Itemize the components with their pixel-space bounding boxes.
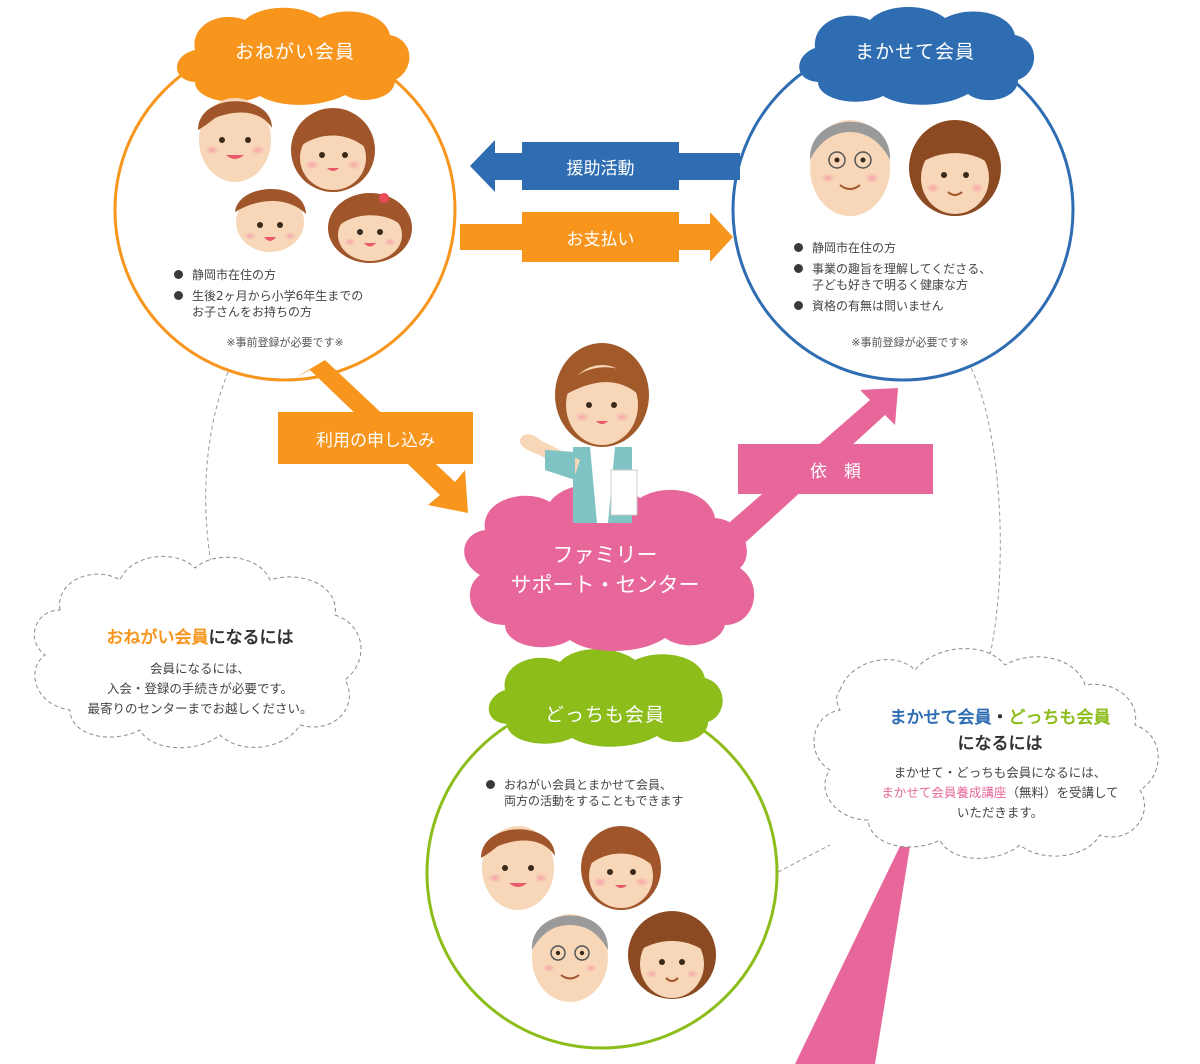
training-course-link[interactable]: まかせて会員養成講座	[881, 785, 1007, 800]
onegai-registration-note: ※事前登録が必要です※	[226, 336, 344, 349]
mother-face-illustration	[291, 108, 375, 192]
dashed-connector-bottom	[777, 844, 831, 873]
dashed-connector-right	[967, 361, 1001, 656]
join-dochimo-highlight: どっちも会員	[1008, 708, 1111, 728]
dochimo-title-cloud	[488, 648, 723, 747]
join-onegai-body-line: 最寄りのセンターまでお越しください。	[87, 701, 313, 716]
join-makasete-separator: ・	[991, 708, 1009, 728]
dashed-connector-left	[205, 371, 229, 571]
makasete-requirement-item: 事業の趣旨を理解してくださる、 子ども好きで明るく健康な方	[792, 261, 1042, 293]
dochimo-description: おねがい会員とまかせて会員、 両方の活動をすることもできます	[484, 777, 734, 814]
apply-label-bg	[278, 412, 473, 464]
apply-label: 利用の申し込み	[316, 430, 435, 451]
grandfather-face-illustration	[809, 120, 891, 216]
center-cloud	[464, 484, 755, 652]
pink-pointer-shape	[795, 815, 915, 1064]
training-course-note: （無料）を受講して	[1006, 785, 1119, 800]
join-makasete-body-line2: まかせて会員養成講座（無料）を受講して	[830, 783, 1170, 803]
join-makasete-heading-line2: になるには	[957, 734, 1043, 754]
dochimo-grandfather-face-illustration	[531, 914, 609, 1002]
join-onegai-highlight: おねがい会員	[106, 628, 209, 648]
makasete-registration-note: ※事前登録が必要です※	[851, 336, 969, 349]
makasete-title: まかせて会員	[854, 41, 975, 63]
onegai-requirement-item: 静岡市在住の方	[172, 267, 412, 283]
onegai-title: おねがい会員	[234, 41, 355, 63]
dashed-cloud-right	[813, 648, 1159, 859]
join-makasete-body-line: いただきます。	[956, 805, 1044, 820]
dochimo-mother-face-illustration	[581, 826, 661, 910]
dashed-cloud-left	[33, 555, 362, 749]
join-makasete-body-line: まかせて・どっちも会員になるには、	[893, 765, 1107, 780]
staff-illustration	[520, 343, 649, 523]
join-makasete-body: まかせて・どっちも会員になるには、 まかせて会員養成講座（無料）を受講して いた…	[830, 763, 1170, 823]
join-onegai-body-line: 会員になるには、	[149, 661, 250, 676]
boy-face-illustration	[235, 189, 306, 252]
makasete-requirement-item: 資格の有無は問いません	[792, 298, 1042, 314]
request-label-bg	[738, 444, 933, 494]
payment-label: お支払い	[566, 229, 635, 250]
dochimo-father-face-illustration	[481, 826, 555, 910]
dochimo-description-item: おねがい会員とまかせて会員、 両方の活動をすることもできます	[484, 777, 734, 809]
makasete-title-cloud	[799, 6, 1035, 105]
join-onegai-heading: おねがい会員になるには	[40, 623, 360, 648]
center-name-line2: サポート・センター	[510, 573, 700, 597]
center-name-line1: ファミリー	[552, 543, 658, 567]
makasete-requirement-item: 静岡市在住の方	[792, 240, 1042, 256]
center-name: ファミリー サポート・センター	[480, 540, 730, 600]
father-face-illustration	[198, 98, 272, 182]
join-makasete-heading: まかせて会員・どっちも会員 になるには	[830, 705, 1170, 757]
onegai-title-cloud	[176, 7, 410, 105]
dochimo-title: どっちも会員	[544, 704, 665, 726]
join-onegai-body: 会員になるには、 入会・登録の手続きが必要です。 最寄りのセンターまでお越しくだ…	[40, 659, 360, 719]
payment-label-bg	[522, 212, 679, 262]
support-label: 援助活動	[566, 158, 635, 179]
dochimo-grandmother-face-illustration	[628, 911, 716, 999]
join-makasete-highlight: まかせて会員	[889, 708, 992, 728]
request-label: 依 頼	[810, 461, 861, 482]
onegai-requirement-item: 生後2ヶ月から小学6年生までの お子さんをお持ちの方	[172, 288, 412, 320]
join-onegai-body-line: 入会・登録の手続きが必要です。	[106, 681, 294, 696]
onegai-requirements: 静岡市在住の方 生後2ヶ月から小学6年生までの お子さんをお持ちの方	[172, 267, 412, 325]
join-onegai-suffix: になるには	[208, 628, 294, 648]
makasete-requirements: 静岡市在住の方 事業の趣旨を理解してくださる、 子ども好きで明るく健康な方 資格…	[792, 240, 1042, 319]
grandmother-face-illustration	[909, 120, 1001, 216]
girl-face-illustration	[328, 193, 412, 263]
support-label-bg	[522, 142, 679, 190]
